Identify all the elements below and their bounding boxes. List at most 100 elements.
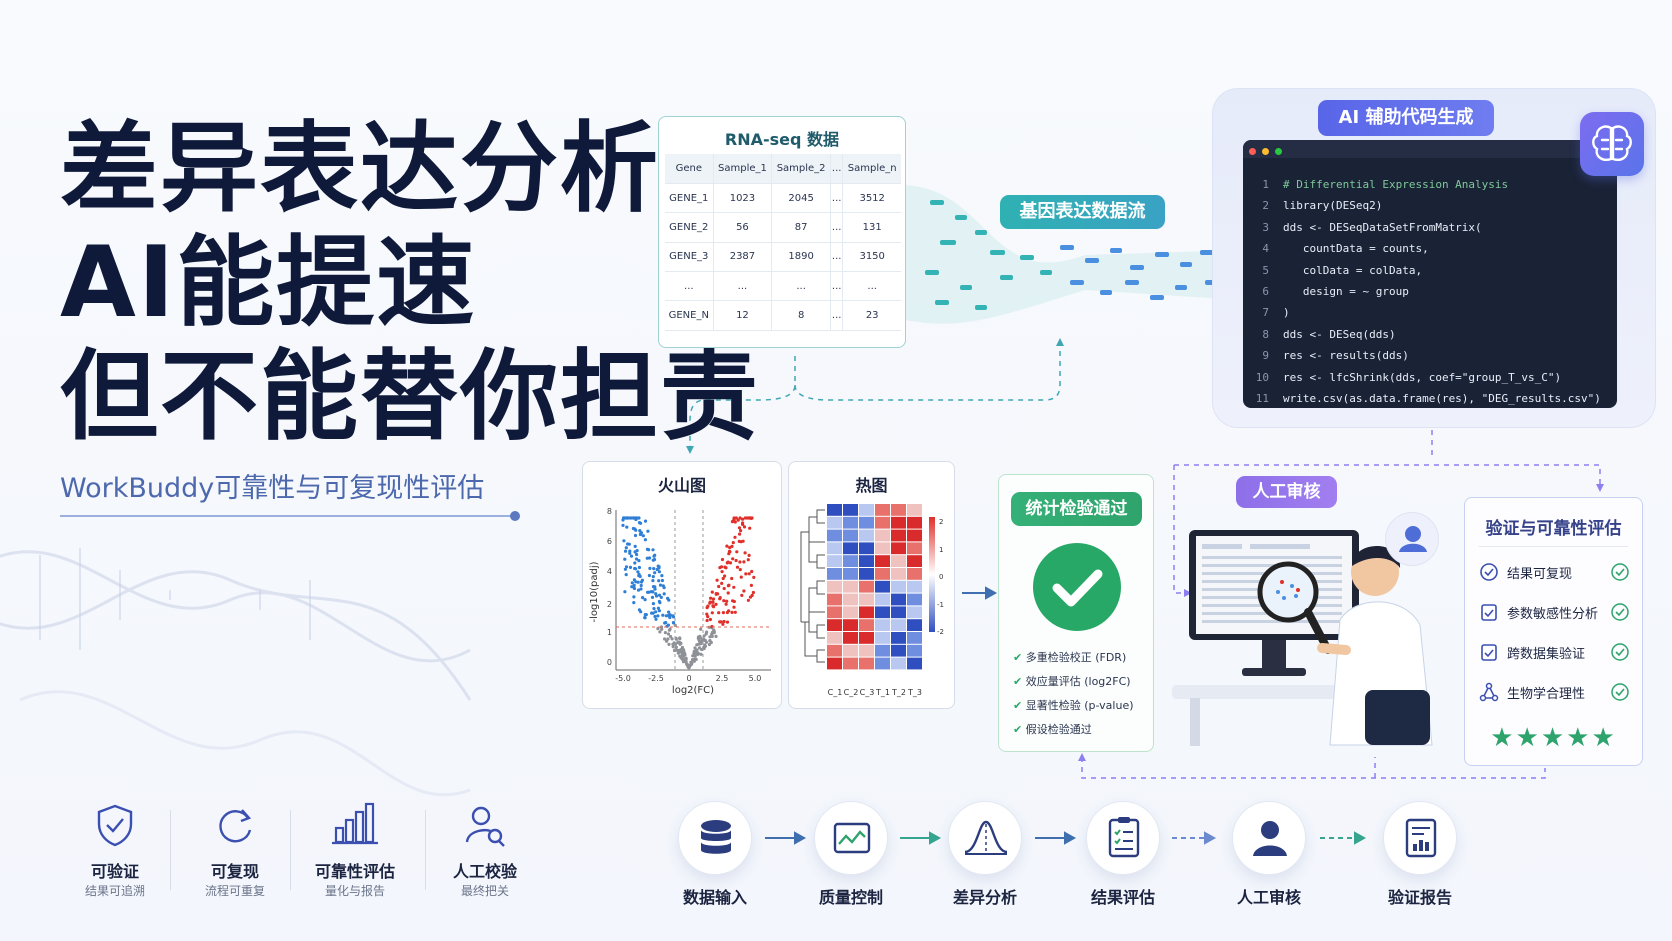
code-line: 7) <box>1262 306 1290 320</box>
volcano-point <box>674 645 678 649</box>
volcano-point <box>639 587 643 591</box>
volcano-point <box>738 516 742 520</box>
table-cell: ... <box>830 212 844 243</box>
color-scale-bar <box>929 517 935 632</box>
heatmap-column-label: T_3 <box>907 688 922 697</box>
heatmap-cell <box>891 580 906 593</box>
volcano-point <box>748 526 752 530</box>
dendrogram-branch <box>816 554 825 569</box>
heatmap-cell <box>907 568 922 580</box>
volcano-point <box>689 662 693 666</box>
heatmap-cell <box>891 619 906 631</box>
volcano-point <box>630 585 634 589</box>
volcano-point <box>708 639 712 643</box>
volcano-point <box>733 520 737 524</box>
y-tick-label: 2 <box>607 600 612 609</box>
volcano-point <box>705 618 709 623</box>
volcano-point <box>637 565 641 570</box>
small-check-icon: ✔ <box>1013 675 1023 688</box>
volcano-point <box>623 590 627 594</box>
volcano-point <box>643 613 647 617</box>
heatmap-cell <box>891 632 906 644</box>
bell-curve-icon <box>964 820 1008 855</box>
bar-chart-icon <box>332 802 378 845</box>
volcano-point <box>654 610 658 614</box>
table-cell: ... <box>665 271 714 302</box>
heatmap-cell <box>827 644 842 657</box>
heatmap-column-label: T_1 <box>875 688 890 697</box>
heatmap-cell <box>875 644 890 657</box>
dendrogram-branch <box>804 622 817 657</box>
heatmap-cell <box>843 568 858 580</box>
volcano-point <box>734 558 738 563</box>
volcano-point <box>721 576 725 581</box>
table-header: Gene <box>665 154 714 184</box>
volcano-point <box>746 558 750 562</box>
volcano-point <box>709 596 713 600</box>
stat-item: ✔ 显著性检验 (p-value) <box>1013 699 1134 712</box>
volcano-point <box>643 519 648 523</box>
clipboard-check-icon <box>1481 604 1497 621</box>
volcano-point <box>694 649 698 654</box>
feature-label: 可靠性评估 <box>314 862 395 881</box>
volcano-point <box>747 516 751 520</box>
volcano-point <box>684 657 688 661</box>
heatmap-cell <box>843 619 858 631</box>
heatmap-title: 热图 <box>855 476 888 495</box>
volcano-point <box>636 588 641 592</box>
heatmap-column-label: C_2 <box>844 688 859 697</box>
volcano-point <box>637 516 641 520</box>
volcano-point <box>735 550 739 554</box>
volcano-point <box>710 590 714 594</box>
editor-titlebar <box>1243 140 1617 158</box>
small-check-icon: ✔ <box>1013 723 1023 736</box>
data-flow-label: 基因表达数据流 <box>1000 195 1165 229</box>
volcano-point <box>718 620 722 624</box>
volcano-point <box>703 638 707 642</box>
rna-seq-title: RNA-seq 数据 <box>724 130 840 149</box>
dendrogram-branch <box>808 612 817 633</box>
pipeline-node-result-eval <box>1086 801 1160 875</box>
feature-reliability: 可靠性评估 量化与报告 <box>300 790 410 898</box>
volcano-title: 火山图 <box>657 476 706 495</box>
volcano-point <box>752 575 756 579</box>
volcano-point <box>628 565 633 569</box>
pipeline-node-report <box>1383 801 1457 875</box>
pipeline-label: 验证报告 <box>1387 888 1452 907</box>
table-cell: 1023 <box>713 183 773 214</box>
heatmap-cell <box>891 542 906 555</box>
volcano-point <box>748 595 753 599</box>
feature-label: 人工校验 <box>452 862 517 881</box>
heatmap-cell <box>827 619 842 631</box>
stat-item: ✔ 效应量评估 (log2FC) <box>1013 675 1131 688</box>
volcano-point <box>739 529 743 533</box>
clipboard-check-icon <box>1481 644 1497 661</box>
volcano-point <box>651 558 655 562</box>
table-cell: ... <box>830 242 844 273</box>
volcano-point <box>742 589 746 593</box>
volcano-point <box>634 567 638 571</box>
volcano-point <box>720 570 724 574</box>
volcano-ylabel: -log10(padj) <box>589 561 600 622</box>
volcano-point <box>625 525 629 529</box>
volcano-point <box>653 587 657 591</box>
table-cell: 131 <box>842 212 901 243</box>
star-icon: ★ <box>1540 723 1567 753</box>
heatmap-cell <box>859 657 874 670</box>
scientist-reviewing-illustration <box>1172 530 1433 746</box>
volcano-point <box>648 566 652 570</box>
volcano-point <box>738 560 742 564</box>
stat-item: ✔ 多重检验校正 (FDR) <box>1013 651 1127 664</box>
volcano-point <box>720 581 724 585</box>
volcano-point <box>721 611 725 615</box>
volcano-point <box>715 592 719 596</box>
volcano-point <box>654 592 658 596</box>
pipeline-label: 质量控制 <box>818 888 883 907</box>
volcano-point <box>697 639 701 643</box>
volcano-xlabel: log2(FC) <box>672 685 714 696</box>
dna-helix-decoration <box>0 550 472 797</box>
table-cell: 2045 <box>771 183 831 214</box>
